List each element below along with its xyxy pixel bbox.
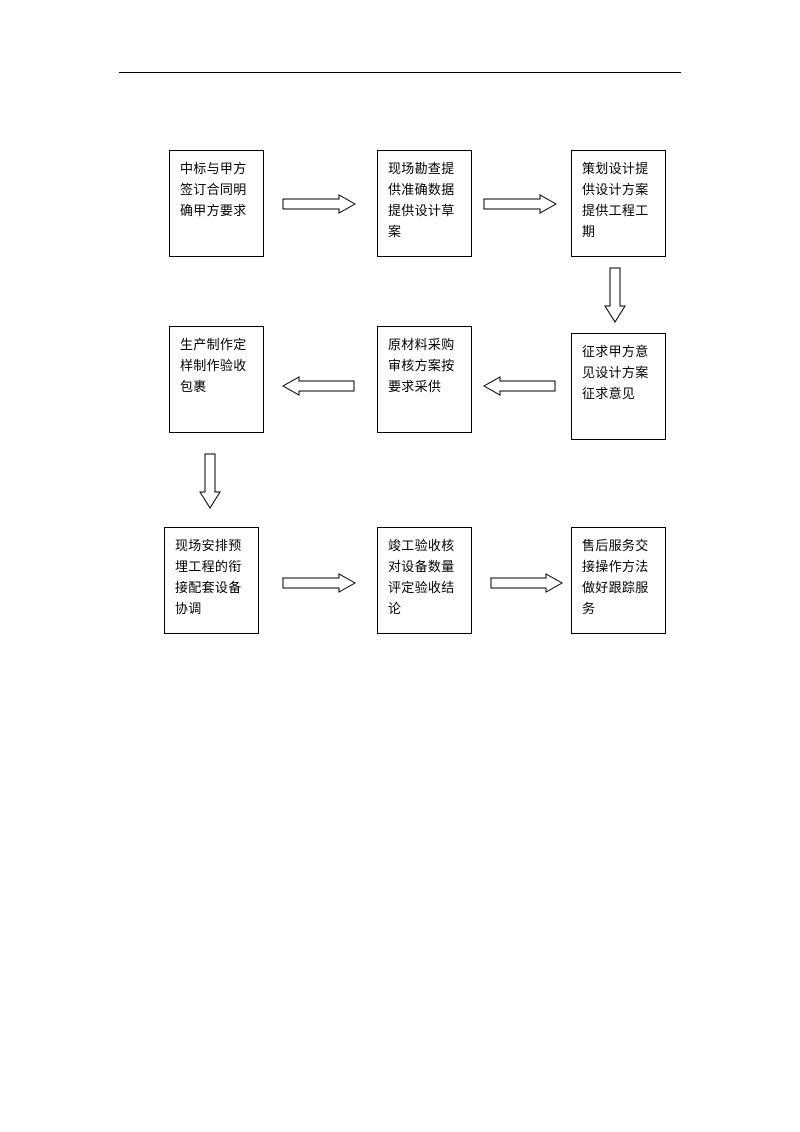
arrow-right-3-icon [282,573,357,593]
step-site-survey-text: 现场勘查提供准确数据提供设计草案 [388,162,455,240]
arrow-right-2-icon [483,194,558,214]
arrow-down-2-icon [199,453,221,509]
step-site-arrangement-box: 现场安排预埋工程的衔接配套设备协调 [164,527,259,634]
step-site-survey-box: 现场勘查提供准确数据提供设计草案 [377,150,472,257]
step-client-feedback-box: 征求甲方意见设计方案征求意见 [571,333,666,440]
step-design-plan-box: 策划设计提供设计方案提供工程工期 [571,150,666,257]
header-rule [119,72,681,73]
step-production-text: 生产制作定样制作验收包裹 [180,338,247,395]
step-acceptance-text: 竣工验收核对设备数量评定验收结论 [388,539,455,617]
arrow-down-1-icon [604,267,626,323]
step-after-sales-text: 售后服务交接操作方法做好跟踪服务 [582,539,649,617]
step-procurement-box: 原材料采购审核方案按要求采供 [377,326,472,433]
step-contract-text: 中标与甲方签订合同明确甲方要求 [180,162,247,219]
step-after-sales-box: 售后服务交接操作方法做好跟踪服务 [571,527,666,634]
step-procurement-text: 原材料采购审核方案按要求采供 [388,338,455,395]
step-contract-box: 中标与甲方签订合同明确甲方要求 [169,150,264,257]
arrow-right-1-icon [282,194,357,214]
arrow-right-4-icon [490,573,564,593]
step-design-plan-text: 策划设计提供设计方案提供工程工期 [582,162,649,240]
step-site-arrangement-text: 现场安排预埋工程的衔接配套设备协调 [175,539,242,617]
step-production-box: 生产制作定样制作验收包裹 [169,326,264,433]
arrow-left-1-icon [482,376,556,396]
arrow-left-2-icon [281,376,355,396]
step-acceptance-box: 竣工验收核对设备数量评定验收结论 [377,527,472,634]
step-client-feedback-text: 征求甲方意见设计方案征求意见 [582,345,649,402]
